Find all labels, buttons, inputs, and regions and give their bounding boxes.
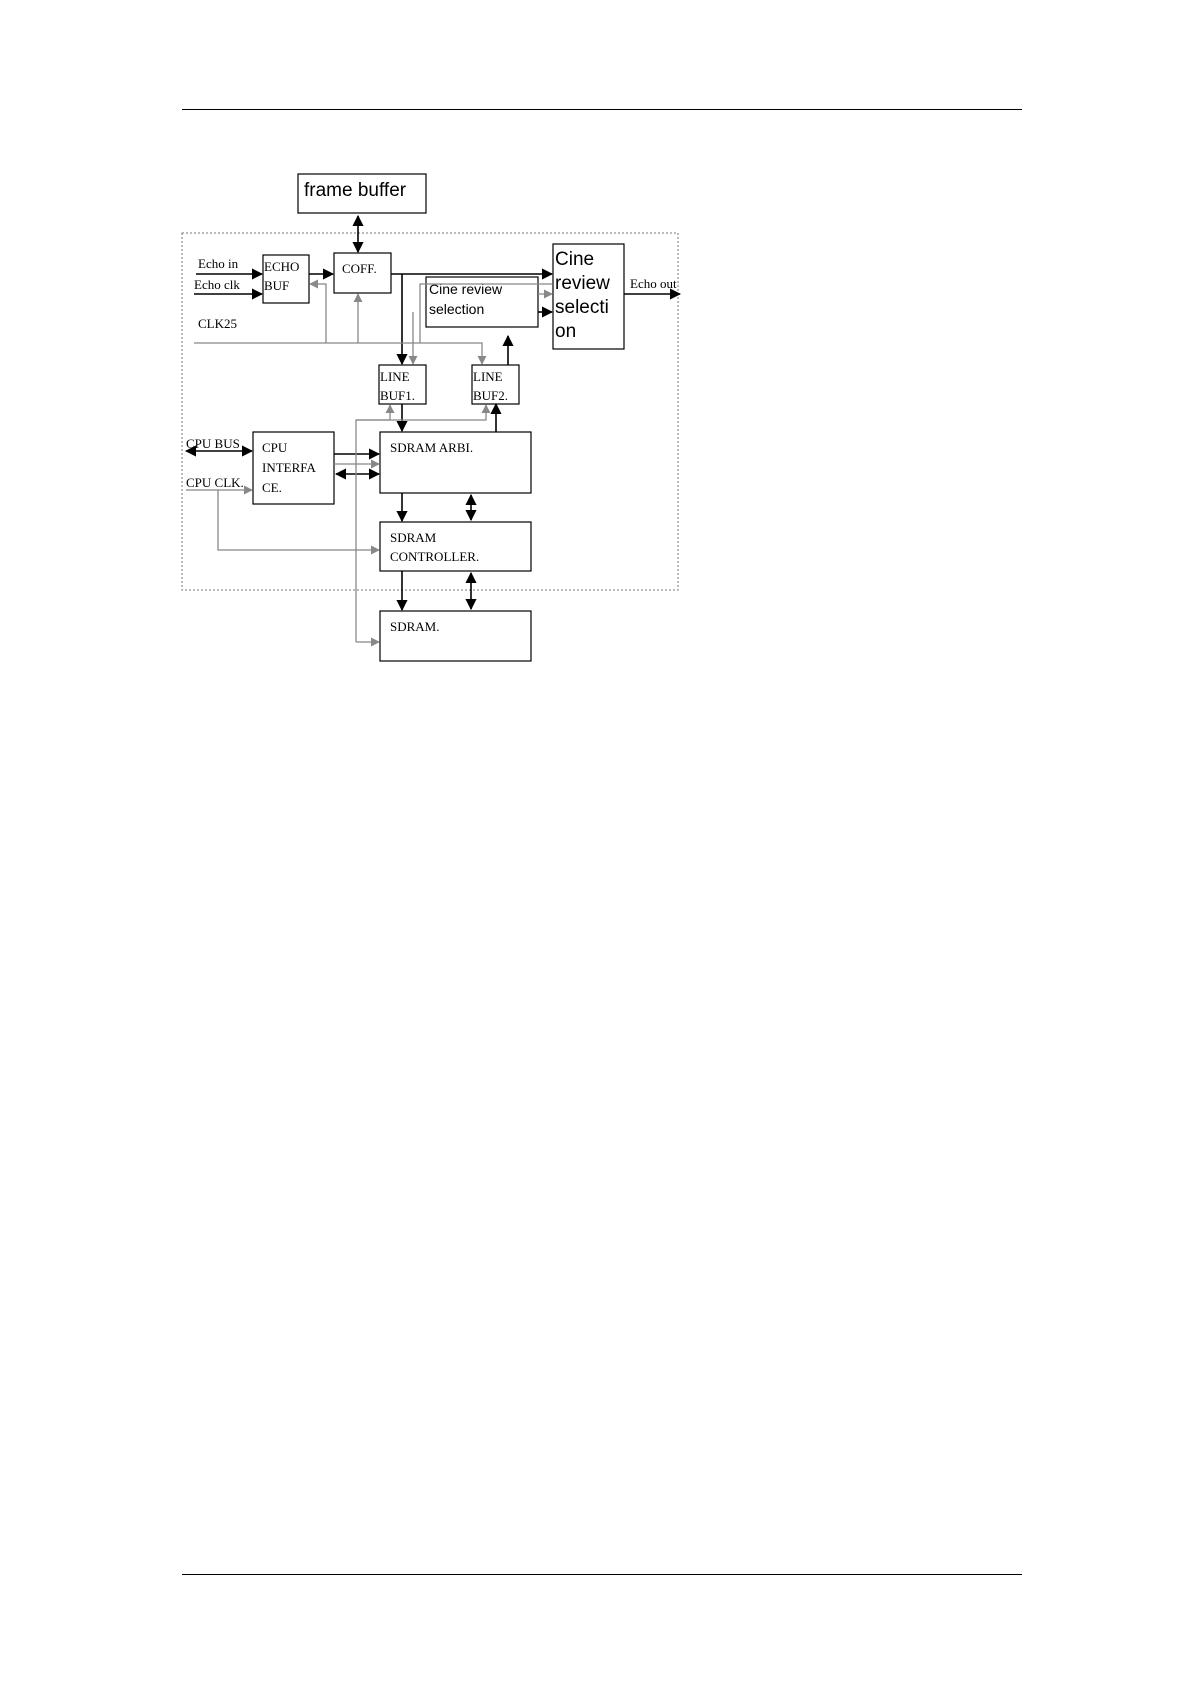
line-buf1-block: LINE BUF1. <box>379 365 426 404</box>
sdram-arbi-label: SDRAM ARBI. <box>390 440 473 455</box>
cpu-interface-line2: INTERFA <box>262 460 317 475</box>
echo-buf-line1: ECHO <box>264 259 299 274</box>
coff-block: COFF. <box>334 253 391 293</box>
cine-big-line3: selecti <box>555 297 609 318</box>
echo-in-label: Echo in <box>198 256 239 271</box>
line-buf1-line2: BUF1. <box>380 388 415 403</box>
cpu-interface-line3: CE. <box>262 480 282 495</box>
echo-out-label: Echo out <box>630 276 677 291</box>
sdram-controller-line2: CONTROLLER. <box>390 549 479 564</box>
cpu-clk-label: CPU CLK. <box>186 475 244 490</box>
frame-buffer-block: frame buffer <box>298 174 426 213</box>
cpu-interface-block: CPU INTERFA CE. <box>253 432 334 504</box>
cpu-interface-line1: CPU <box>262 440 288 455</box>
cine-big-line2: review <box>555 273 610 294</box>
sdram-arbi-block: SDRAM ARBI. <box>380 432 531 493</box>
echo-buf-block: ECHO BUF <box>263 255 309 303</box>
cine-review-big-block: Cine review selecti on <box>553 244 624 349</box>
coff-label: COFF. <box>342 261 377 276</box>
frame-buffer-label: frame buffer <box>304 180 407 201</box>
gray-connections <box>186 284 552 642</box>
line-buf2-line1: LINE <box>473 369 503 384</box>
sdram-label: SDRAM. <box>390 619 440 634</box>
sdram-controller-line1: SDRAM <box>390 530 437 545</box>
cine-big-line4: on <box>555 321 576 342</box>
sdram-controller-block: SDRAM CONTROLLER. <box>380 522 531 571</box>
cine-big-line1: Cine <box>555 249 594 270</box>
line-buf2-line2: BUF2. <box>473 388 508 403</box>
echo-buf-line2: BUF <box>264 278 289 293</box>
cpu-bus-label: CPU BUS <box>186 436 240 451</box>
clk25-label: CLK25 <box>198 316 237 331</box>
echo-clk-label: Echo clk <box>194 277 240 292</box>
sdram-block: SDRAM. <box>380 611 531 661</box>
line-buf2-block: LINE BUF2. <box>472 365 519 404</box>
cine-small-line2: selection <box>429 301 484 317</box>
line-buf1-line1: LINE <box>380 369 410 384</box>
